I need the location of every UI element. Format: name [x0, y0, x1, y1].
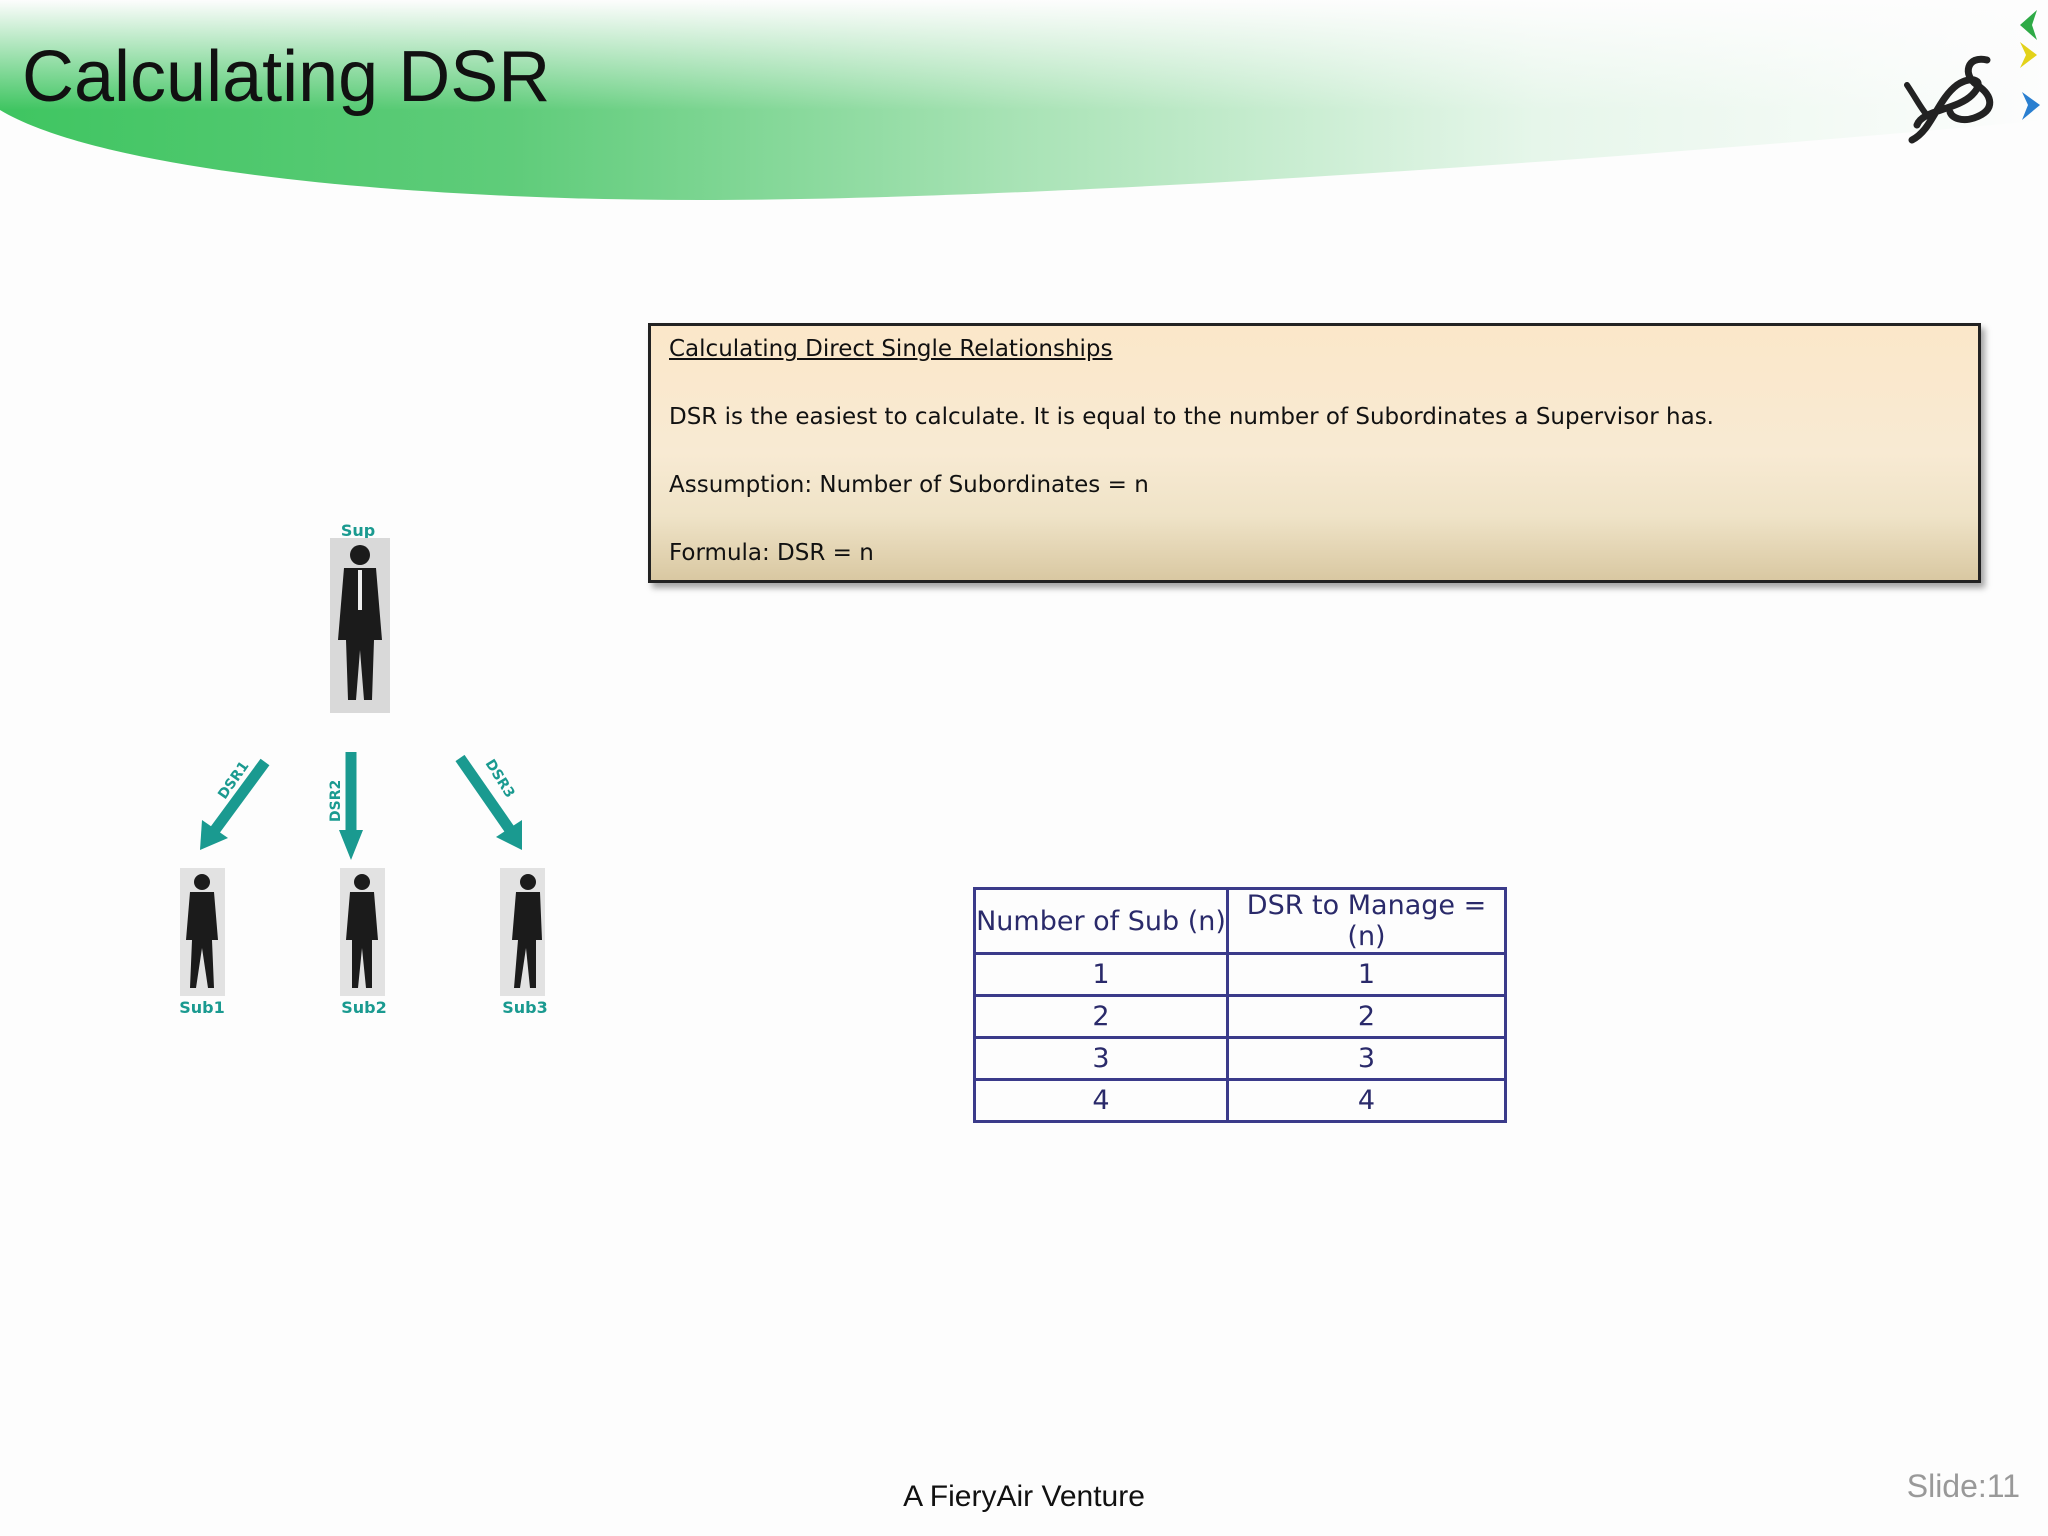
table-cell-dsr: 4 — [1226, 1078, 1507, 1123]
sub3-figure — [512, 874, 542, 988]
supervisor-figure — [338, 545, 382, 700]
supervisor-label: Sup — [341, 521, 375, 540]
header-swoosh — [0, 0, 2048, 200]
arrow-dsr2 — [339, 752, 363, 860]
info-box: Calculating Direct Single Relationships … — [648, 323, 1981, 583]
table-header-dsr-to-manage: DSR to Manage = (n) — [1226, 887, 1507, 955]
arrow-label-dsr2: DSR2 — [328, 780, 344, 822]
info-box-formula: Formula: DSR = n — [669, 540, 874, 566]
table-row: 3 3 — [973, 1036, 1507, 1081]
table-cell-number-of-sub: 3 — [973, 1036, 1229, 1081]
table-cell-number-of-sub: 1 — [973, 952, 1229, 997]
slide-number: Slide:11 — [1906, 1468, 2020, 1504]
slide-title: Calculating DSR — [22, 37, 551, 117]
table-cell-dsr: 1 — [1226, 952, 1507, 997]
table-cell-number-of-sub: 2 — [973, 994, 1229, 1039]
sub3-label: Sub3 — [502, 998, 548, 1017]
sub1-figure — [186, 874, 218, 988]
table-row: 2 2 — [973, 994, 1507, 1039]
footer-text: A FieryAir Venture — [903, 1480, 1145, 1513]
sub2-figure — [346, 874, 378, 988]
arrow-dsr1 — [200, 758, 270, 850]
sub2-label: Sub2 — [341, 998, 387, 1017]
table-cell-dsr: 2 — [1226, 994, 1507, 1039]
info-box-description: DSR is the easiest to calculate. It is e… — [669, 404, 1714, 430]
arrow-dsr3 — [455, 754, 522, 850]
table-cell-dsr: 3 — [1226, 1036, 1507, 1081]
info-box-title: Calculating Direct Single Relationships — [669, 336, 1113, 362]
table-header-number-of-sub: Number of Sub (n) — [973, 887, 1229, 955]
org-chart: Sup DSR1 DSR2 DSR3 Sub1 Sub2 Sub3 — [179, 521, 548, 1017]
table-header-row: Number of Sub (n) DSR to Manage = (n) — [973, 887, 1507, 955]
sub1-label: Sub1 — [179, 998, 225, 1017]
table-row: 1 1 — [973, 952, 1507, 997]
table-row: 4 4 — [973, 1078, 1507, 1123]
info-box-assumption: Assumption: Number of Subordinates = n — [669, 472, 1149, 498]
table-cell-number-of-sub: 4 — [973, 1078, 1229, 1123]
dsr-table: Number of Sub (n) DSR to Manage = (n) 1 … — [973, 887, 1507, 1123]
yss-logo-icon — [1904, 10, 2040, 144]
